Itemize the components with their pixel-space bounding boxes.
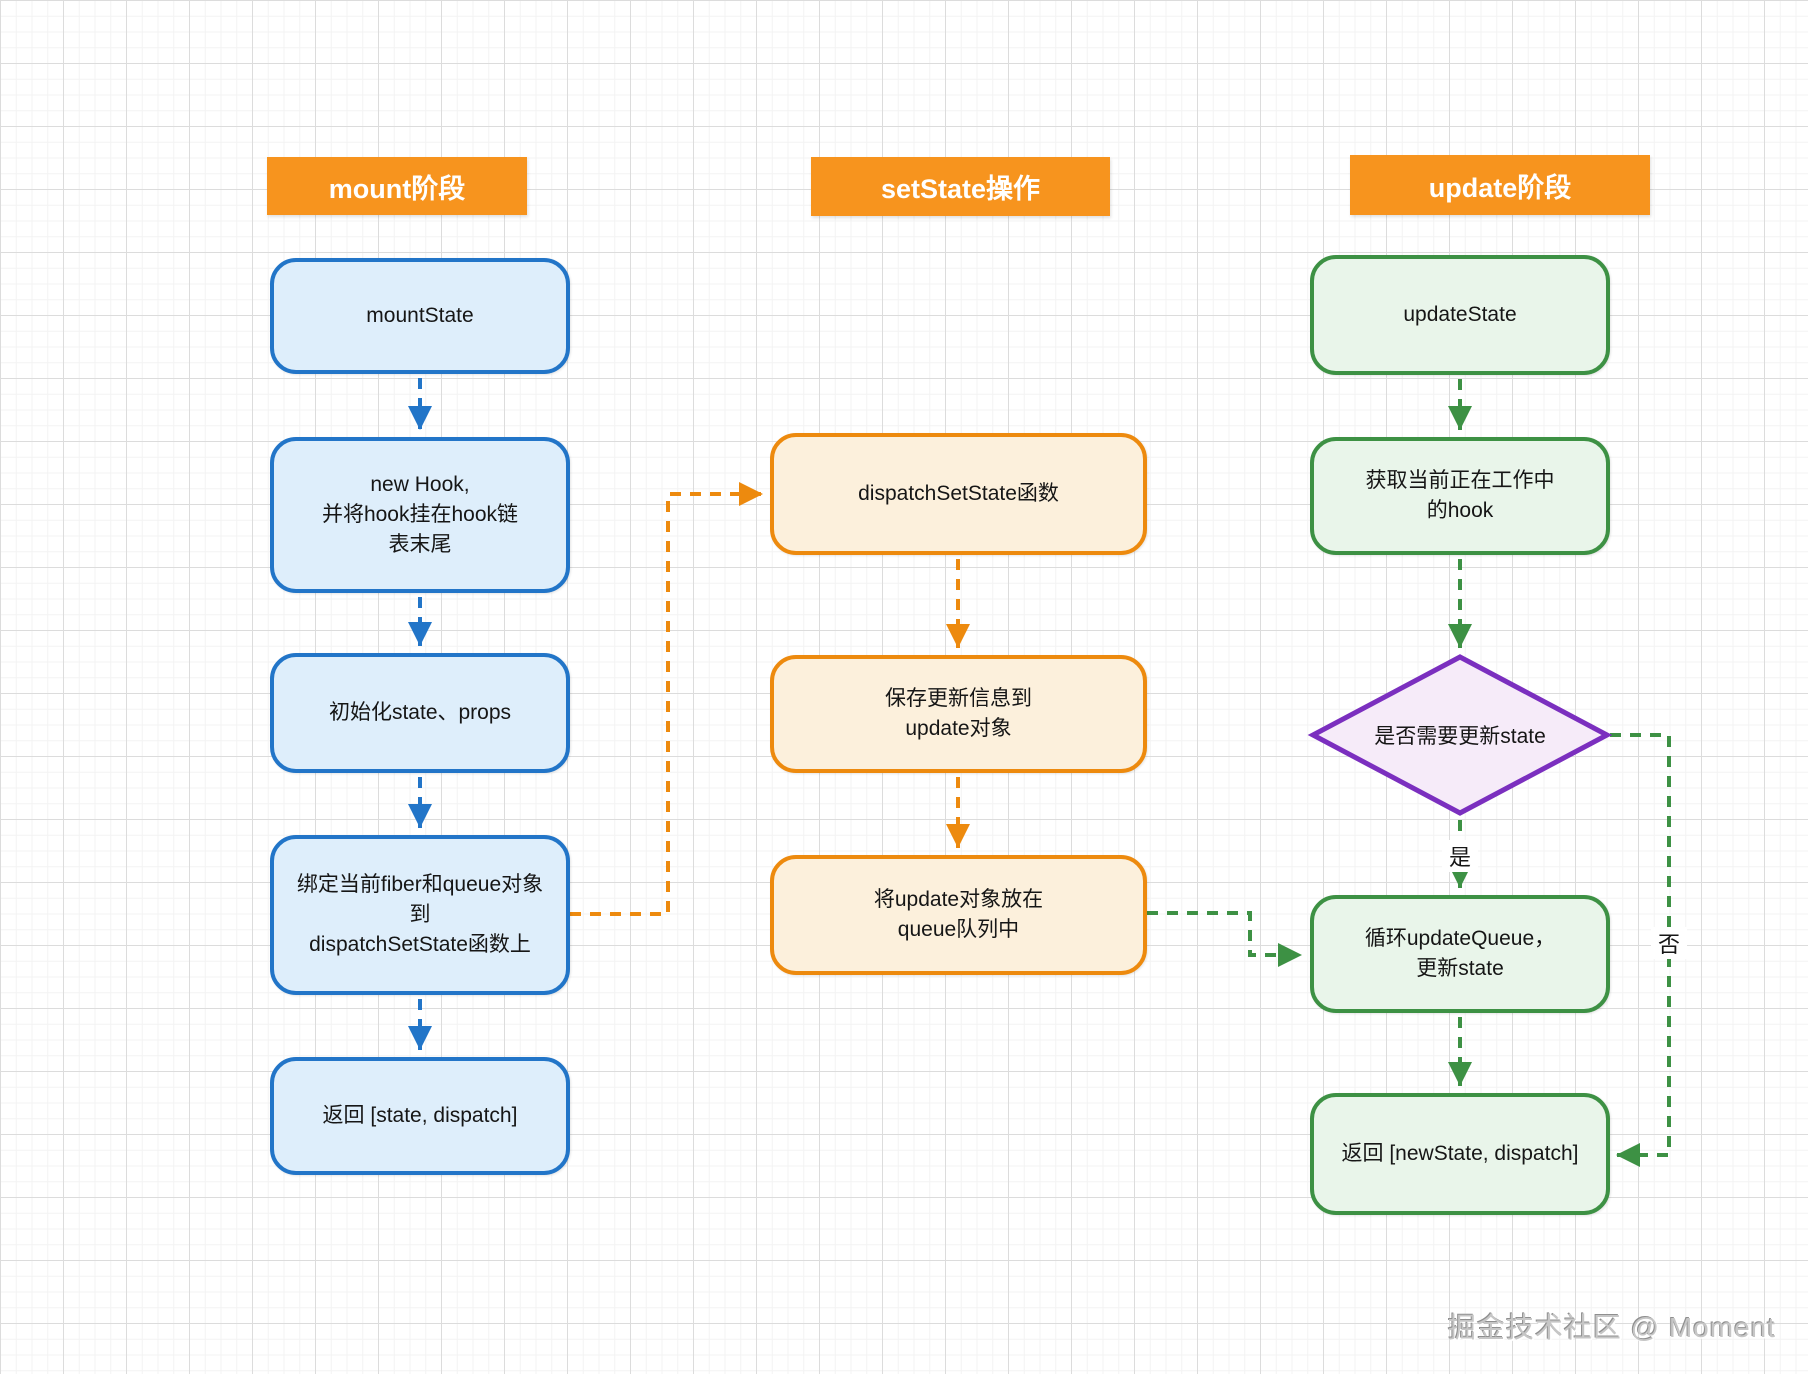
watermark-text: 掘金技术社区 @ Moment <box>1447 1312 1776 1343</box>
column-header-mount: mount阶段 <box>267 157 527 215</box>
node-get-working-hook: 获取当前正在工作中 的hook <box>1310 437 1610 555</box>
column-header-update: update阶段 <box>1350 155 1650 215</box>
edge-enqueue-loop <box>1147 911 1302 967</box>
edge-bind-to-dispatch <box>570 482 763 916</box>
node-enqueue-update: 将update对象放在 queue队列中 <box>770 855 1147 975</box>
node-init-state-props: 初始化state、props <box>270 653 570 773</box>
node-loop-update-queue: 循环updateQueue， 更新state <box>1310 895 1610 1013</box>
node-update-state: updateState <box>1310 255 1610 375</box>
edge-label-yes: 是 <box>1442 840 1478 872</box>
decision-need-update-state: 是否需要更新state <box>1374 725 1546 748</box>
node-bind-fiber-queue: 绑定当前fiber和queue对象 到 dispatchSetState函数上 <box>270 835 570 995</box>
column-header-setstate: setState操作 <box>811 157 1110 216</box>
node-dispatch-setstate-fn: dispatchSetState函数 <box>770 433 1147 555</box>
node-new-hook: new Hook, 并将hook挂在hook链 表末尾 <box>270 437 570 593</box>
node-mount-state: mountState <box>270 258 570 374</box>
node-return-newstate-dispatch: 返回 [newState, dispatch] <box>1310 1093 1610 1215</box>
edge-label-no: 否 <box>1651 927 1687 959</box>
node-return-state-dispatch: 返回 [state, dispatch] <box>270 1057 570 1175</box>
node-save-update-info: 保存更新信息到 update对象 <box>770 655 1147 773</box>
